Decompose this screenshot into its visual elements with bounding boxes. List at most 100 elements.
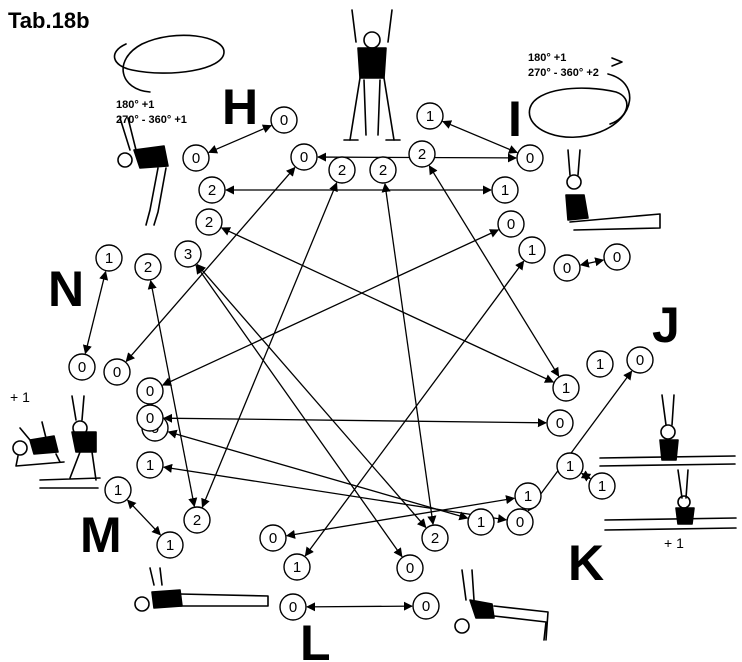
node-j2: 0 (603, 243, 631, 271)
position-letter-l: L (300, 615, 331, 662)
gymnast-figure-top (343, 9, 401, 141)
node-value: 0 (269, 530, 277, 547)
node-n1: 1 (95, 244, 123, 272)
edge-h4-r1 (220, 227, 555, 383)
node-m4: 1 (136, 451, 164, 479)
node-circle (198, 176, 226, 204)
node-circle (369, 156, 397, 184)
node-circle (259, 524, 287, 552)
node-value: 1 (562, 380, 570, 397)
diagram-title: Tab.18b (8, 8, 90, 33)
node-n4: 0 (103, 358, 131, 386)
node-value: 1 (524, 488, 532, 505)
node-circle (467, 508, 495, 536)
position-letter-n: N (48, 261, 84, 317)
node-m2: 1 (156, 531, 184, 559)
node-top3: 2 (369, 156, 397, 184)
node-circle (136, 404, 164, 432)
node-circle (518, 236, 546, 264)
node-circle (588, 472, 616, 500)
node-circle (103, 358, 131, 386)
node-value: 2 (431, 530, 439, 547)
node-k6: 2 (421, 524, 449, 552)
node-k1: 1 (556, 452, 584, 480)
edge-i6-l1 (304, 260, 525, 557)
node-circle (416, 102, 444, 130)
node-circle (408, 140, 436, 168)
node-value: 0 (507, 216, 515, 233)
edge-j1-j2 (579, 257, 605, 268)
node-i5: 0 (497, 210, 525, 238)
bonus-n: + 1 (10, 389, 30, 405)
node-n2: 2 (134, 253, 162, 281)
node-circle (290, 143, 318, 171)
node-circle (603, 243, 631, 271)
position-letter-j: J (652, 297, 680, 353)
edge-n1-n3 (82, 270, 109, 355)
node-value: 0 (280, 112, 288, 129)
node-value: 1 (105, 250, 113, 267)
edge-h2-h1 (208, 124, 272, 154)
node-value: 0 (613, 249, 621, 266)
gymnast-figure-i (565, 149, 661, 231)
rotation-curl-i (528, 73, 631, 139)
node-l1: 1 (283, 553, 311, 581)
node-circle (270, 106, 298, 134)
node-l4: 0 (412, 592, 440, 620)
node-circle (183, 506, 211, 534)
node-r1: 1 (552, 374, 580, 402)
node-value: 0 (516, 514, 524, 531)
position-letter-m: M (80, 507, 122, 563)
node-h3: 2 (198, 176, 226, 204)
node-value: 2 (205, 214, 213, 231)
node-circle (553, 254, 581, 282)
node-h2: 0 (182, 144, 210, 172)
node-value: 0 (192, 150, 200, 167)
node-i1: 1 (416, 102, 444, 130)
node-k4: 0 (506, 508, 534, 536)
node-value: 0 (636, 352, 644, 369)
node-circle (68, 353, 96, 381)
bonus-k: + 1 (664, 535, 684, 551)
node-circle (104, 476, 132, 504)
edge-i5-n5 (161, 229, 500, 386)
node-i4: 1 (491, 176, 519, 204)
position-letter-i: I (508, 91, 522, 147)
edge-i1-i3 (442, 120, 518, 154)
node-circle (412, 592, 440, 620)
node-l5: 0 (259, 524, 287, 552)
node-value: 0 (113, 364, 121, 381)
edge-m1-m2 (126, 499, 162, 536)
node-circle (421, 524, 449, 552)
node-value: 0 (146, 383, 154, 400)
node-value: 2 (208, 182, 216, 199)
rotation-curl-i-arrow (611, 57, 623, 67)
node-value: 0 (406, 560, 414, 577)
node-value: 0 (289, 599, 297, 616)
node-i2: 2 (408, 140, 436, 168)
node-j1: 0 (553, 254, 581, 282)
node-value: 0 (146, 410, 154, 427)
node-top1: 0 (290, 143, 318, 171)
edge-l3-l4 (306, 601, 413, 612)
node-m1: 1 (104, 476, 132, 504)
node-h1: 0 (270, 106, 298, 134)
node-j3: 0 (626, 346, 654, 374)
node-value: 1 (146, 457, 154, 474)
node-value: 1 (477, 514, 485, 531)
node-value: 2 (338, 162, 346, 179)
node-circle (586, 350, 614, 378)
node-value: 2 (379, 162, 387, 179)
node-k5: 1 (467, 508, 495, 536)
node-top2: 2 (328, 156, 356, 184)
connector-edges (82, 120, 633, 612)
node-h4: 2 (195, 208, 223, 236)
edge-m4-k4 (162, 463, 508, 524)
node-value: 0 (78, 359, 86, 376)
node-circle (546, 409, 574, 437)
node-circle (136, 377, 164, 405)
node-value: 1 (293, 559, 301, 576)
edge-k1-k2 (580, 470, 592, 482)
node-value: 1 (598, 478, 606, 495)
